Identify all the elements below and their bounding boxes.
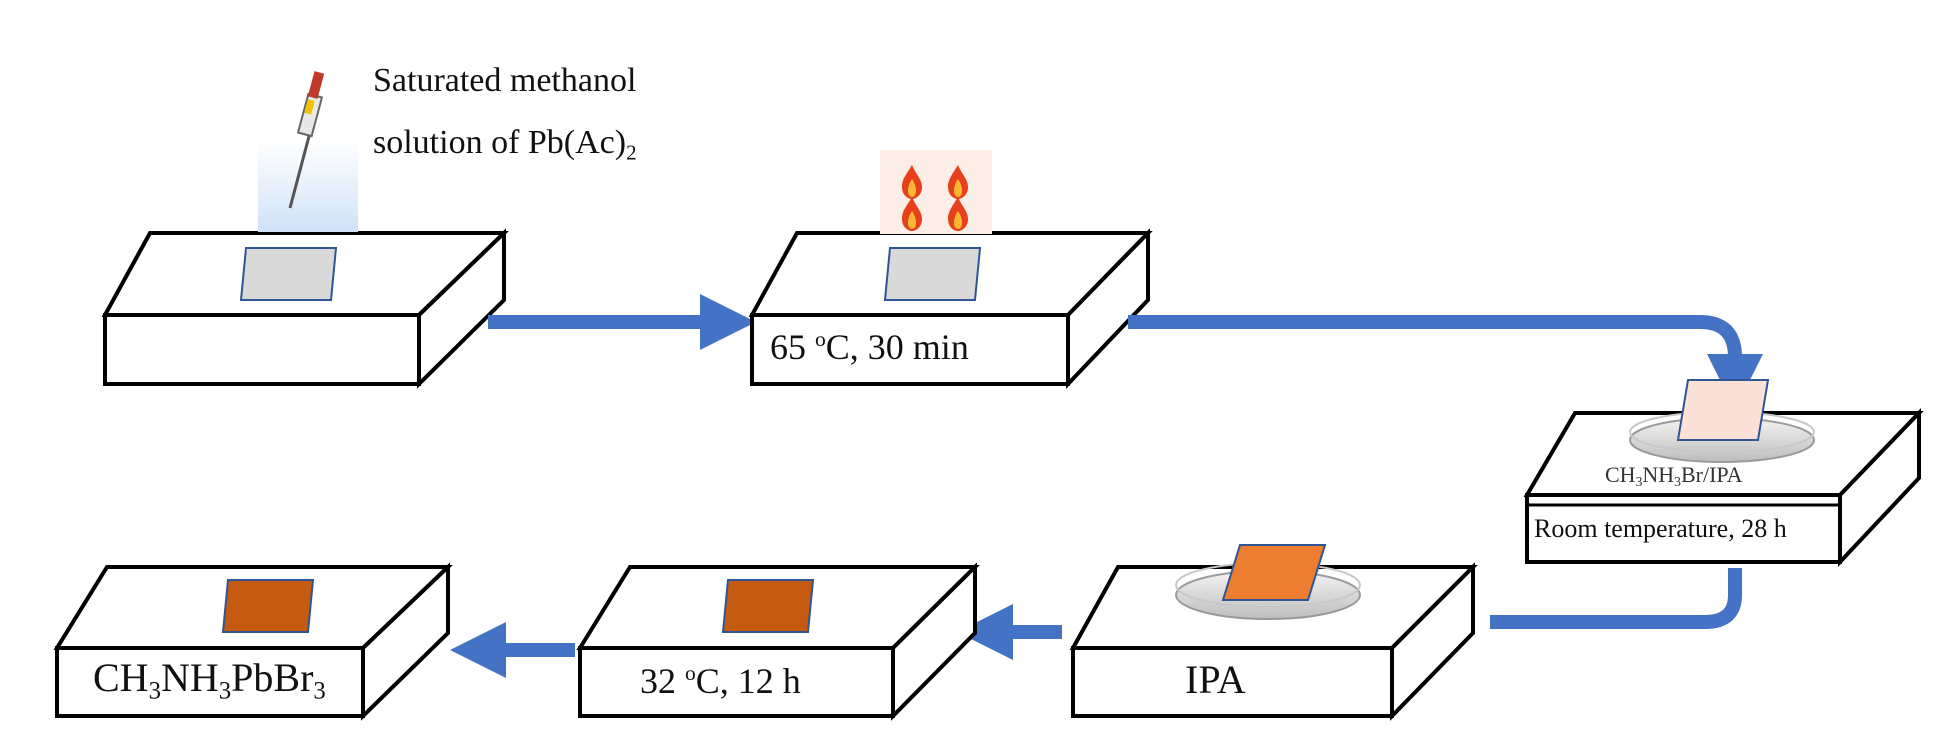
substrate-film-2 — [883, 247, 982, 301]
step3-condition-label: Room temperature, 28 h — [1534, 514, 1787, 543]
sol-p3: Br/IPA — [1680, 462, 1743, 487]
prod-s3: 3 — [313, 677, 326, 705]
flame-icon — [880, 150, 992, 234]
step2-temp: 65 — [770, 327, 815, 367]
arrow-3 — [1490, 568, 1742, 629]
pipette-icon — [288, 71, 325, 209]
product-label: CH3NH3PbBr3 — [93, 654, 326, 705]
step2-condition-label: 65 oC, 30 min — [770, 326, 969, 368]
prod-s2: 3 — [218, 677, 232, 705]
step1-label-line1: Saturated methanol — [373, 62, 637, 99]
substrate-film-4 — [1221, 544, 1327, 601]
step5-rest: C, 12 h — [695, 661, 801, 701]
step1-label-sub: 2 — [626, 140, 637, 165]
hotplate-1 — [101, 228, 509, 389]
step5-condition-label: 32 oC, 12 h — [640, 660, 801, 702]
step4-label: IPA — [1185, 657, 1246, 702]
step5-temp: 32 — [640, 661, 685, 701]
substrate-film-3 — [1676, 379, 1770, 441]
sol-s2: 3 — [1674, 474, 1681, 490]
sol-p2: NH — [1642, 462, 1675, 487]
step1-label-line2: solution of Pb(Ac)2 — [373, 124, 637, 165]
pipette-glow — [258, 140, 358, 232]
prod-p2: NH — [160, 655, 219, 700]
prod-p3: PbBr — [231, 655, 314, 700]
substrate-film-1 — [239, 247, 338, 301]
sol-p1: CH — [1605, 462, 1636, 487]
sol-s1: 3 — [1635, 474, 1643, 490]
step2-deg: o — [815, 327, 826, 351]
step5-deg: o — [685, 661, 696, 685]
prod-p1: CH — [93, 655, 149, 700]
step3-solution-label: CH3NH3Br/IPA — [1605, 462, 1743, 490]
arrow-2 — [1128, 315, 1763, 410]
substrate-film-5 — [721, 579, 815, 633]
step2-rest: C, 30 min — [825, 327, 969, 367]
prod-s1: 3 — [148, 677, 161, 705]
step1-label-main: solution of Pb(Ac) — [373, 124, 627, 161]
substrate-film-6 — [221, 579, 315, 633]
